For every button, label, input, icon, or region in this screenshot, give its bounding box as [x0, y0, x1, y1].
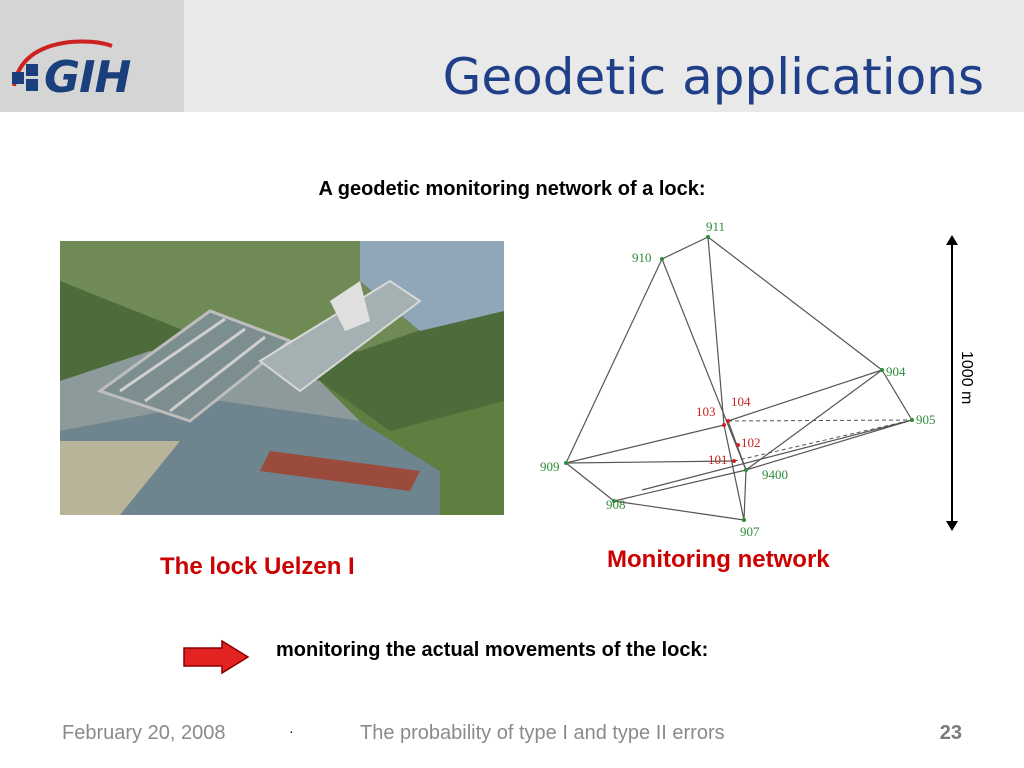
point-910: [660, 257, 664, 261]
point-909: [564, 461, 568, 465]
photo-caption: The lock Uelzen I: [160, 553, 355, 580]
label-910: 910: [632, 250, 652, 265]
network-line: [613, 500, 745, 521]
footer-topic: The probability of type I and type II er…: [360, 722, 725, 744]
arrow-text: monitoring the actual movements of the l…: [276, 639, 709, 661]
network-line: [641, 419, 913, 491]
right-arrow-icon: [183, 639, 250, 675]
network-caption: Monitoring network: [607, 546, 830, 573]
label-102: 102: [741, 435, 761, 450]
point-102: [736, 443, 740, 447]
label-911: 911: [706, 219, 725, 234]
network-line: [723, 424, 745, 521]
network-line: [565, 258, 663, 464]
network-line: [565, 462, 615, 502]
network-line: [707, 236, 883, 371]
network-line: [743, 469, 747, 521]
label-9400: 9400: [762, 467, 788, 482]
label-104: 104: [731, 394, 751, 409]
label-904: 904: [886, 364, 906, 379]
network-dashed-line: [733, 419, 913, 462]
network-line: [565, 460, 735, 464]
point-103: [722, 423, 726, 427]
network-line: [881, 369, 913, 421]
point-101: [732, 459, 736, 463]
point-907: [742, 518, 746, 522]
label-907: 907: [740, 524, 760, 539]
network-dashed-line: [727, 419, 913, 422]
label-101: 101: [708, 452, 728, 467]
logo-emblem-icon: [12, 39, 113, 91]
network-line: [745, 419, 913, 471]
subtitle: A geodetic monitoring network of a lock:: [318, 178, 706, 200]
point-904: [880, 368, 884, 372]
point-9400: [744, 468, 748, 472]
page-number: 23: [939, 722, 962, 744]
label-908: 908: [606, 497, 626, 512]
point-104: [726, 419, 730, 423]
lock-photo: [60, 241, 504, 515]
scale-label: 1000 m: [958, 351, 974, 404]
label-909: 909: [540, 459, 560, 474]
network-line: [661, 236, 709, 260]
point-908: [612, 499, 616, 503]
network-line: [565, 424, 725, 464]
network-line: [727, 369, 883, 422]
label-103: 103: [696, 404, 716, 419]
monitoring-network-diagram: 911 910 904 905 909 908 907 9400 101 102…: [540, 219, 974, 539]
label-905: 905: [916, 412, 936, 427]
point-911: [706, 235, 710, 239]
point-905: [910, 418, 914, 422]
footer-dot: ·: [289, 723, 294, 739]
network-line: [613, 469, 747, 502]
network-line: [661, 258, 747, 471]
slide-title: Geodetic applications: [442, 48, 984, 106]
network-line: [707, 236, 725, 426]
logo-text: GIH: [44, 52, 131, 103]
scale-bar: 1000 m: [946, 235, 974, 531]
header-bar: GIH Geodetic applications: [0, 0, 1024, 112]
logo: GIH: [0, 0, 184, 112]
footer-date: February 20, 2008: [62, 722, 226, 744]
